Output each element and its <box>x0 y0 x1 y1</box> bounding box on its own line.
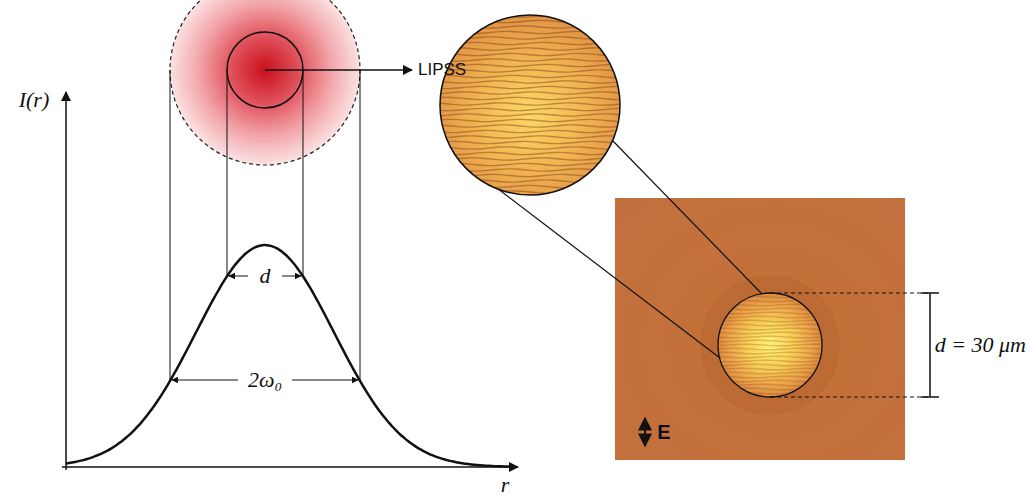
zoom-view <box>440 15 620 195</box>
zoom-outline <box>440 15 620 195</box>
field-label: E <box>657 421 670 443</box>
dimension-label: d <box>257 264 274 288</box>
polarization-arrow <box>644 418 646 430</box>
x-axis <box>62 466 518 468</box>
leader-line <box>612 140 762 294</box>
dimension-arrow <box>229 276 248 277</box>
pointer-arrow <box>265 69 412 71</box>
micrograph <box>615 198 905 460</box>
dimension-label: 2ω₀ <box>245 368 285 392</box>
dimension-arrow <box>292 380 358 381</box>
y-axis <box>65 92 67 470</box>
dimension-arrow <box>282 276 301 277</box>
gaussian-curve <box>66 245 513 467</box>
extension-line <box>770 293 928 294</box>
spot-halo <box>700 275 840 415</box>
dimension-label: d = 30 μm <box>935 333 1026 357</box>
projection-lines <box>170 70 360 380</box>
beam-disc <box>170 0 360 165</box>
extension-line <box>770 397 928 398</box>
spot-outline <box>718 293 822 397</box>
dimension-arrow <box>172 380 238 381</box>
ablation-spot <box>718 293 822 397</box>
polarization-arrow <box>644 430 646 446</box>
axis-label: I(r) <box>19 88 50 112</box>
axis-label: r <box>501 473 510 497</box>
region-label: LIPSS <box>418 61 466 80</box>
